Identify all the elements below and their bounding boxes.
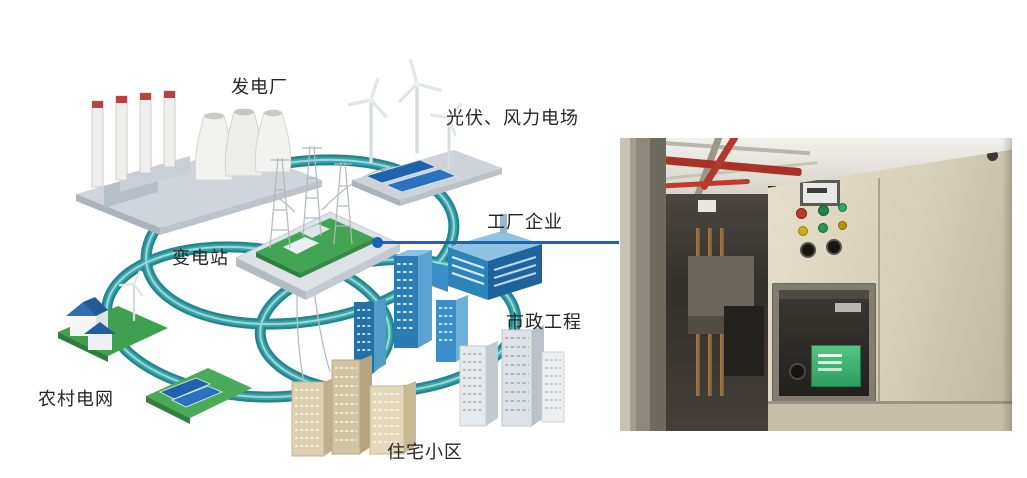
interior-component xyxy=(724,306,764,376)
label-factory: 工厂企业 xyxy=(487,212,563,233)
panel-seam xyxy=(878,178,880,402)
indicator-amber xyxy=(838,221,847,230)
pv-wind-farm-illustration xyxy=(347,59,502,206)
panel-seam xyxy=(768,401,1012,404)
indicator-lights xyxy=(786,202,856,258)
label-substation: 变电站 xyxy=(172,248,229,269)
label-municipal: 市政工程 xyxy=(506,312,582,333)
indicator-green xyxy=(838,203,847,212)
cabinet-front-panel xyxy=(768,149,1012,431)
breaker-face xyxy=(779,290,869,396)
label-power-plant: 发电厂 xyxy=(231,77,288,98)
power-grid-diagram: 发电厂 光伏、风力电场 工厂企业 变电站 市政工程 农村电网 住宅小区 xyxy=(38,59,582,463)
panel-meter xyxy=(800,180,840,206)
city-towers-illustration xyxy=(354,250,468,372)
panel-button xyxy=(800,242,816,258)
vent-hole xyxy=(987,150,998,161)
connector-dot xyxy=(372,237,383,248)
residential-illustration xyxy=(291,355,416,457)
grid-network-svg xyxy=(58,59,565,457)
substation-illustration xyxy=(234,145,402,300)
label-residential: 住宅小区 xyxy=(387,442,463,463)
breaker-green-display xyxy=(811,345,861,387)
indicator-yellow xyxy=(798,226,808,236)
switchgear-cabinet-photo xyxy=(620,138,1012,431)
factory-illustration xyxy=(432,214,542,300)
breaker-unit xyxy=(772,283,876,403)
connector-line xyxy=(382,241,619,244)
indicator-red xyxy=(796,208,807,219)
breaker-port xyxy=(789,363,806,380)
power-plant-illustration xyxy=(76,90,322,235)
interior-label xyxy=(698,200,716,212)
municipal-buildings-illustration xyxy=(459,325,565,427)
rural-grid-illustration xyxy=(58,270,252,424)
indicator-green xyxy=(818,205,829,216)
breaker-label xyxy=(835,303,861,312)
meter-screen xyxy=(807,188,827,193)
indicator-green xyxy=(818,223,828,233)
label-pv-wind-farm: 光伏、风力电场 xyxy=(446,108,579,129)
label-rural-grid: 农村电网 xyxy=(38,389,114,410)
left-cabinet-frame xyxy=(620,138,666,431)
open-cabinet-interior xyxy=(666,194,768,431)
lower-panel xyxy=(768,404,1012,431)
photo-edge-shade xyxy=(1002,138,1012,431)
panel-button xyxy=(826,239,842,255)
